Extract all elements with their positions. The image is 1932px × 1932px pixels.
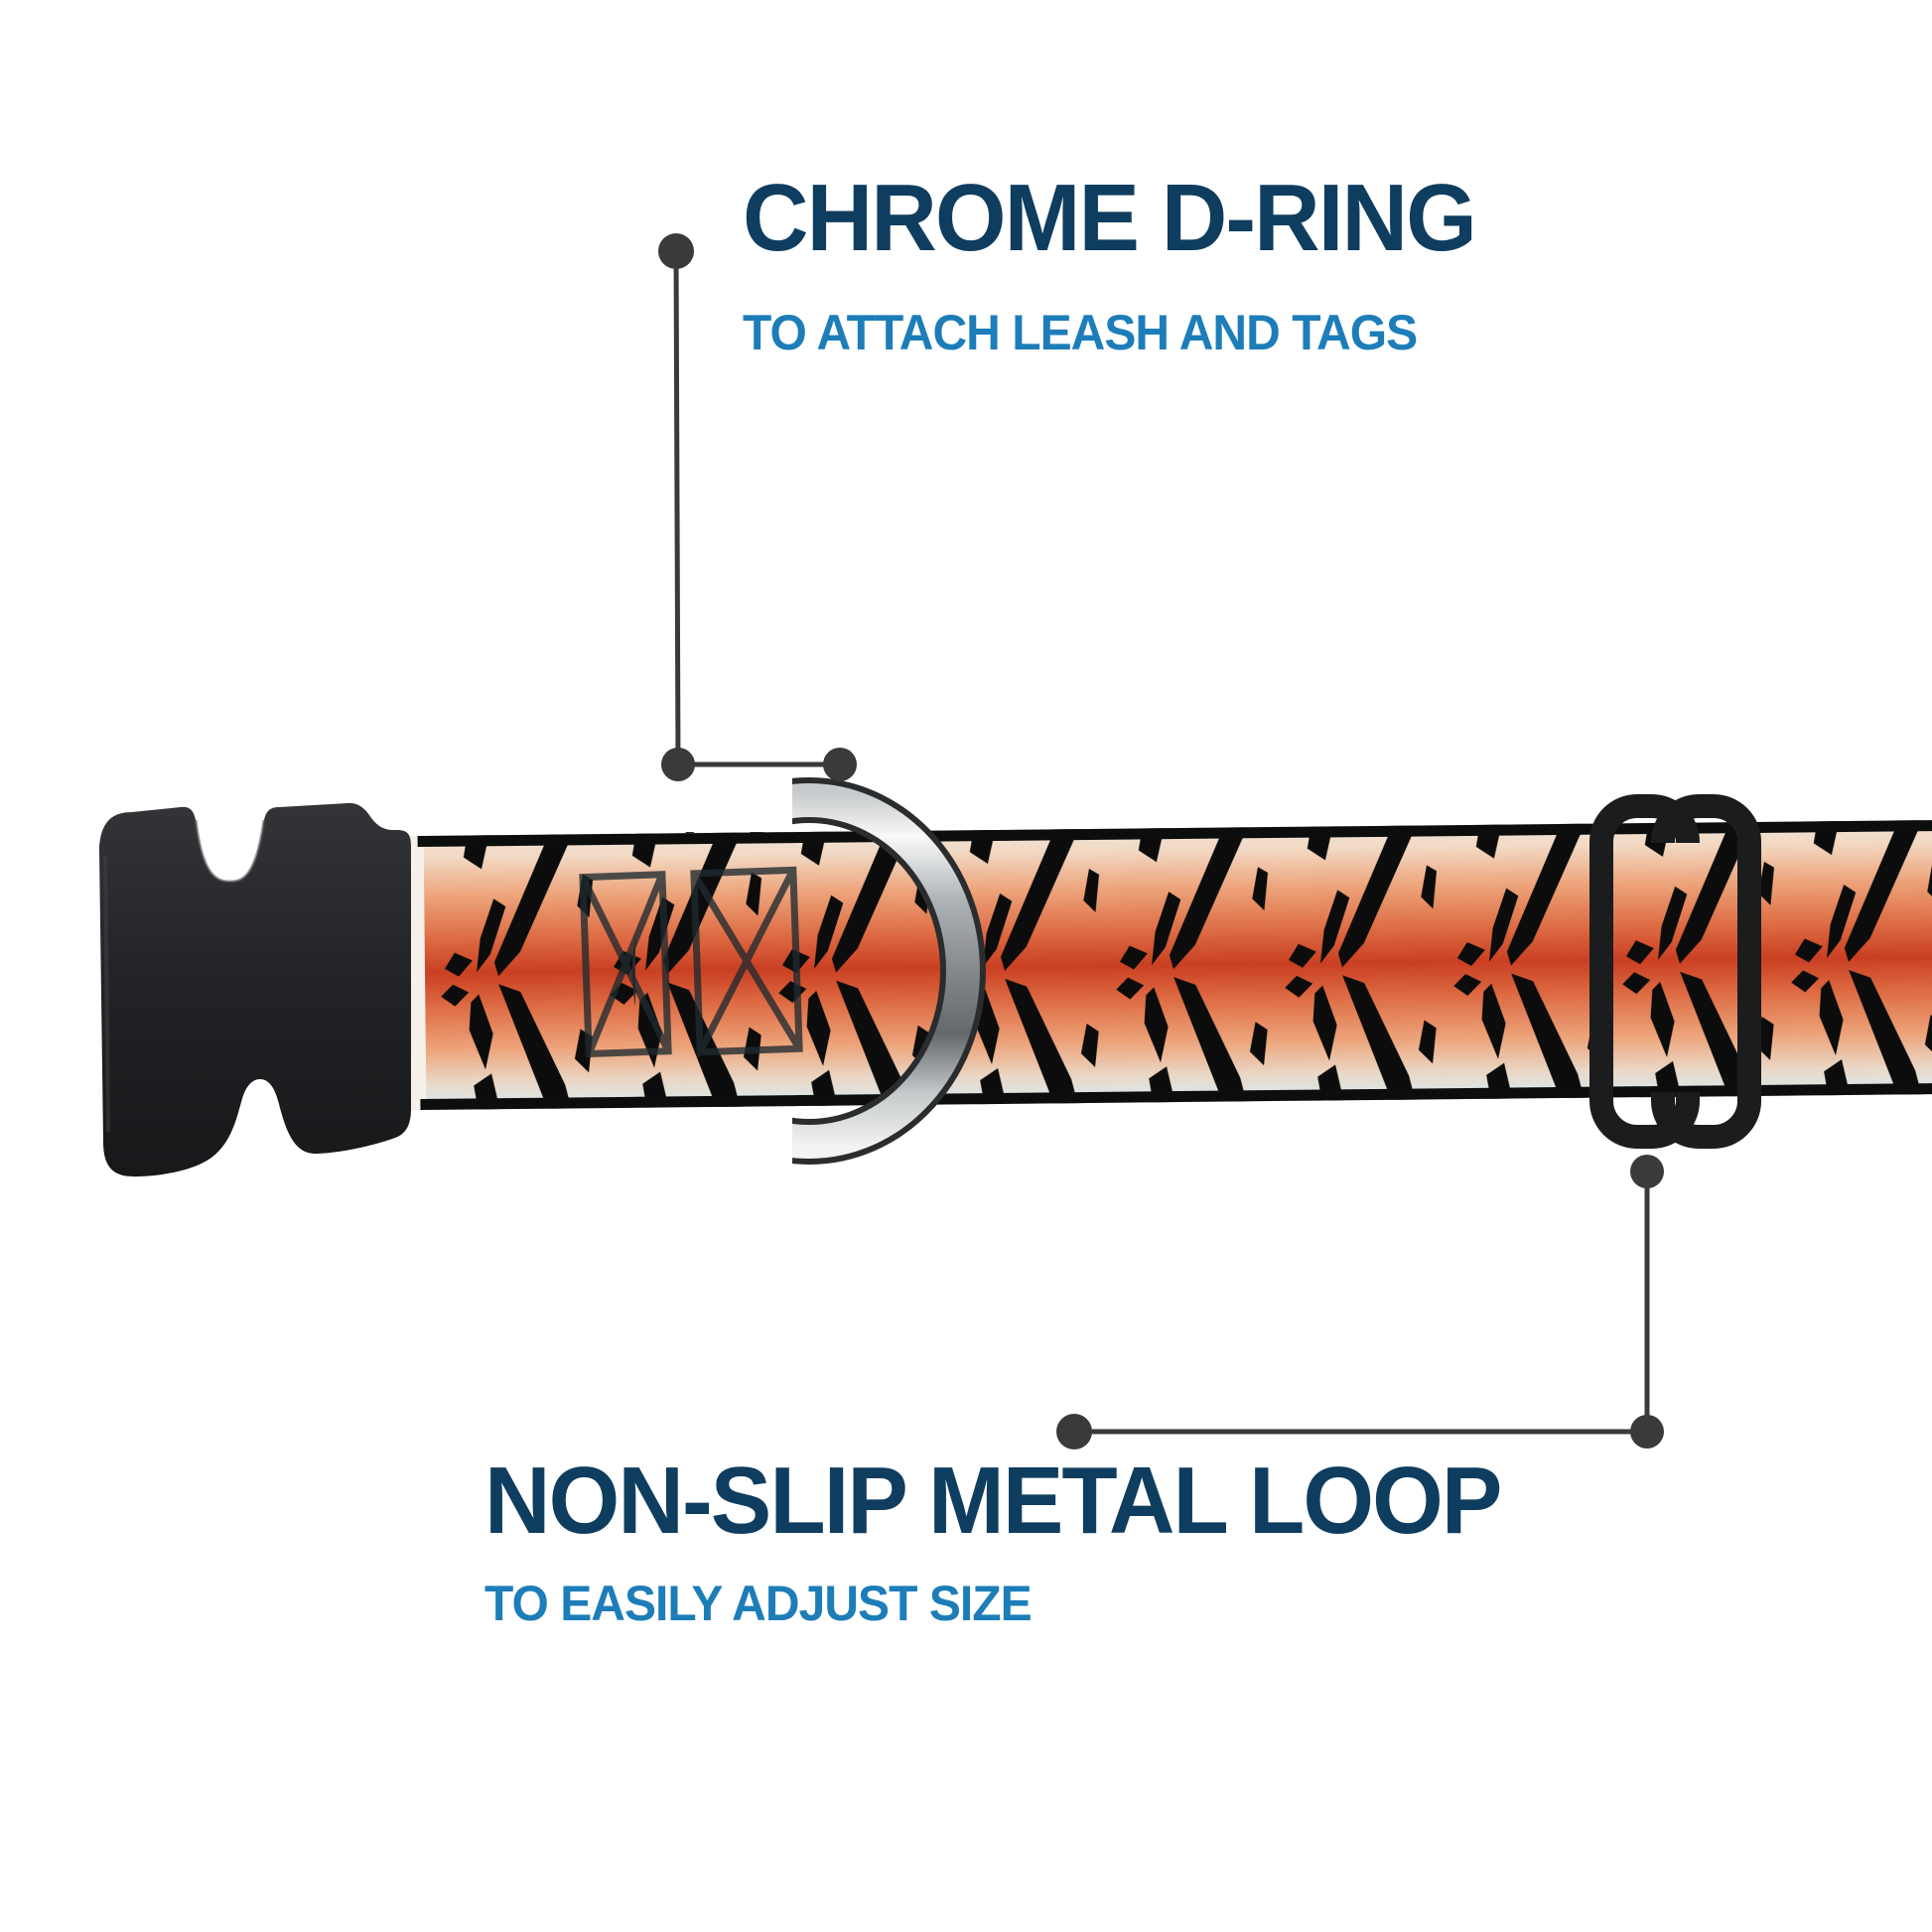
stitch-boxes [579, 866, 803, 1058]
x-stitch-box [579, 871, 672, 1058]
callout-dot [661, 748, 695, 781]
callout-top-label: CHROME D-RING TO ATTACH LEASH AND TAGS [743, 165, 1506, 360]
callout-dot [1630, 1415, 1664, 1449]
fold-mask-top [635, 772, 792, 832]
callout-bottom-subtitle: TO EASILY ADJUST SIZE [484, 1576, 1033, 1631]
buckle [99, 802, 411, 1177]
callout-dot [823, 748, 857, 781]
callout-dot [1630, 1155, 1664, 1188]
callout-top-subtitle: TO ATTACH LEASH AND TAGS [743, 305, 1418, 360]
callout-bottom-label: NON-SLIP METAL LOOP TO EASILY ADJUST SIZ… [484, 1448, 1543, 1631]
bottom-callout [1056, 1155, 1664, 1449]
fold-mask-bottom [635, 1102, 792, 1173]
callout-dot [658, 233, 694, 269]
x-stitch-box [690, 866, 803, 1056]
callout-dot [1056, 1414, 1092, 1449]
top-callout [658, 233, 857, 781]
callout-bottom-title: NON-SLIP METAL LOOP [484, 1448, 1502, 1554]
callout-top-title: CHROME D-RING [743, 165, 1477, 271]
